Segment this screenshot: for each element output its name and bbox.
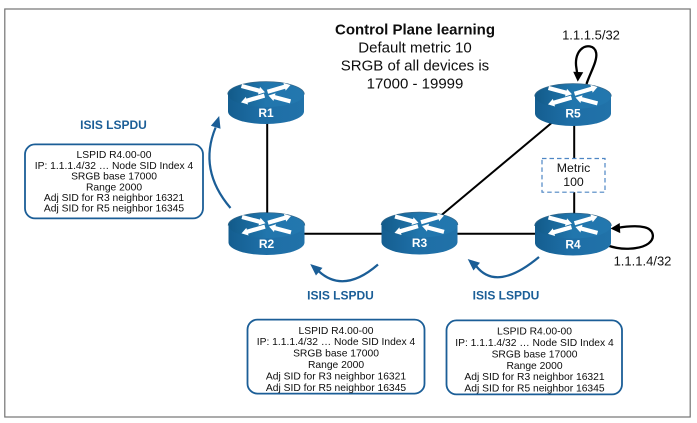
svg-text:100: 100 — [563, 175, 584, 189]
svg-text:LSPID R4.00-00: LSPID R4.00-00 — [497, 327, 572, 338]
svg-text:SRGB base 17000: SRGB base 17000 — [492, 349, 578, 360]
svg-text:IP: 1.1.1.4/32 … Node SID Inde: IP: 1.1.1.4/32 … Node SID Index 4 — [455, 338, 614, 349]
svg-text:Range 2000: Range 2000 — [308, 360, 364, 371]
svg-text:Adj SID for R3 neighbor 16321: Adj SID for R3 neighbor 16321 — [266, 371, 407, 382]
svg-text:ISIS LSPDU: ISIS LSPDU — [80, 118, 147, 132]
svg-text:R1: R1 — [258, 106, 274, 120]
svg-text:IP: 1.1.1.4/32 … Node SID Inde: IP: 1.1.1.4/32 … Node SID Index 4 — [35, 161, 194, 172]
svg-text:SRGB of all devices is: SRGB of all devices is — [341, 57, 489, 74]
svg-text:Range 2000: Range 2000 — [506, 361, 562, 372]
svg-text:Adj SID for R3 neighbor 16321: Adj SID for R3 neighbor 16321 — [464, 372, 605, 383]
svg-text:LSPID R4.00-00: LSPID R4.00-00 — [299, 326, 374, 337]
svg-text:IP: 1.1.1.4/32 … Node SID Inde: IP: 1.1.1.4/32 … Node SID Index 4 — [257, 337, 416, 348]
svg-text:Control Plane learning: Control Plane learning — [335, 21, 495, 38]
svg-text:Adj SID for R5 neighbor 16345: Adj SID for R5 neighbor 16345 — [266, 383, 407, 394]
svg-text:Adj SID for R3 neighbor 16321: Adj SID for R3 neighbor 16321 — [44, 193, 185, 204]
svg-text:R5: R5 — [565, 107, 581, 121]
svg-text:R2: R2 — [259, 237, 275, 251]
svg-text:1.1.1.5/32: 1.1.1.5/32 — [562, 28, 620, 43]
svg-text:SRGB base 17000: SRGB base 17000 — [71, 172, 157, 183]
svg-text:1.1.1.4/32: 1.1.1.4/32 — [614, 254, 672, 269]
svg-text:R4: R4 — [565, 237, 581, 251]
svg-text:R3: R3 — [412, 236, 428, 250]
svg-text:17000 - 19999: 17000 - 19999 — [367, 75, 464, 92]
svg-text:Adj SID for R5 neighbor 16345: Adj SID for R5 neighbor 16345 — [464, 384, 605, 395]
svg-text:Metric: Metric — [557, 161, 590, 175]
svg-text:Default metric 10: Default metric 10 — [358, 39, 471, 56]
svg-text:LSPID R4.00-00: LSPID R4.00-00 — [77, 150, 152, 161]
svg-text:SRGB base 17000: SRGB base 17000 — [293, 349, 379, 360]
svg-text:Range 2000: Range 2000 — [86, 182, 142, 193]
svg-text:ISIS LSPDU: ISIS LSPDU — [307, 288, 374, 302]
svg-text:ISIS LSPDU: ISIS LSPDU — [473, 288, 540, 302]
svg-text:Adj SID for R5 neighbor 16345: Adj SID for R5 neighbor 16345 — [44, 204, 185, 215]
